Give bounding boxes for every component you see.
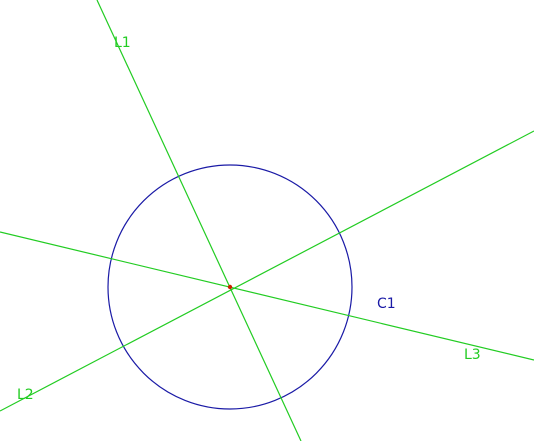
- line-l1[interactable]: [96, 0, 302, 441]
- circle-c1-label: C1: [377, 296, 396, 312]
- line-l2-label: L2: [17, 387, 34, 403]
- circle-c1[interactable]: [107, 164, 353, 410]
- line-l3[interactable]: [0, 231, 534, 361]
- line-l3-label: L3: [464, 347, 481, 363]
- line-l2[interactable]: [0, 130, 534, 412]
- center-point[interactable]: [227, 284, 233, 290]
- line-l1-label: L1: [114, 35, 131, 51]
